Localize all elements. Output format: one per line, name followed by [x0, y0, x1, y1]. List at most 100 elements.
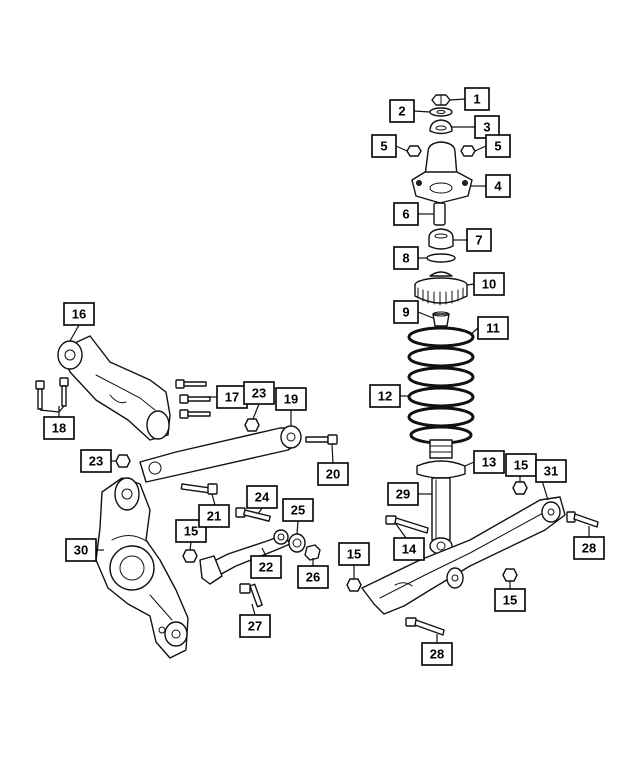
callout-15-center-label: 15 [347, 547, 361, 562]
callout-19-label: 19 [284, 392, 298, 407]
callout-8-label: 8 [402, 251, 409, 266]
callout-29-label: 29 [396, 487, 410, 502]
callout-23-lower-label: 23 [89, 454, 103, 469]
lower-control-arm [361, 496, 566, 615]
callout-15-center: 15 [338, 542, 370, 566]
mount-nut-right [460, 145, 476, 157]
callout-15-lower-right-label: 15 [503, 593, 517, 608]
callout-28-bottom: 28 [421, 642, 453, 666]
dust-boot-cap [428, 228, 454, 250]
callout-17-label: 17 [225, 390, 239, 405]
callout-7-label: 7 [475, 233, 482, 248]
callout-11-label: 11 [486, 321, 500, 336]
callout-25: 25 [282, 498, 314, 522]
callout-13-label: 13 [482, 455, 496, 470]
nut-23-upper [244, 418, 260, 432]
callout-31: 31 [535, 459, 567, 483]
callout-16-label: 16 [72, 307, 86, 322]
link-bolt-20 [305, 434, 338, 445]
callout-4-label: 4 [494, 179, 502, 194]
callout-10: 10 [473, 272, 505, 296]
callout-18-label: 18 [52, 421, 66, 436]
callout-9-label: 9 [402, 305, 409, 320]
mount-nut-left [406, 145, 422, 157]
callout-5-left: 5 [371, 134, 397, 158]
callout-23-lower: 23 [80, 449, 112, 473]
callout-4: 4 [485, 174, 511, 198]
callout-27: 27 [239, 614, 271, 638]
callout-13: 13 [473, 450, 505, 474]
callout-27-label: 27 [248, 619, 262, 634]
callout-28-right-label: 28 [582, 541, 596, 556]
spring-seat [414, 271, 468, 306]
callout-7: 7 [466, 228, 492, 252]
callout-30: 30 [65, 538, 97, 562]
callout-1-label: 1 [473, 92, 480, 107]
callout-20-label: 20 [326, 467, 340, 482]
callout-12: 12 [369, 384, 401, 408]
strut-top-nut [431, 94, 451, 106]
rear-knuckle [95, 477, 189, 659]
coil-spring [407, 326, 475, 445]
leader-lines [39, 98, 590, 643]
toe-link-bolt-27 [239, 583, 263, 608]
callout-15-upper-right-label: 15 [514, 458, 528, 473]
callout-30-label: 30 [74, 543, 88, 558]
callout-14: 14 [393, 537, 425, 561]
callout-21: 21 [198, 504, 230, 528]
callout-16: 16 [63, 302, 95, 326]
arm-nut-lower [502, 568, 518, 582]
arm-bolt-right [566, 511, 599, 528]
lateral-link [139, 425, 302, 483]
callout-18: 18 [43, 416, 75, 440]
callout-22-label: 22 [259, 560, 273, 575]
callout-15-lower-right: 15 [494, 588, 526, 612]
knuckle-nut [182, 549, 198, 563]
callout-3-label: 3 [483, 120, 490, 135]
callout-19: 19 [275, 387, 307, 411]
callout-24-label: 24 [255, 490, 270, 505]
toe-link-nut-26 [304, 544, 321, 561]
arm-nut-upper [512, 481, 528, 495]
toe-link-bushing-25 [288, 533, 306, 553]
strut-washer [429, 107, 453, 117]
callout-10-label: 10 [482, 277, 496, 292]
callout-15-left-label: 15 [184, 524, 198, 539]
callout-1: 1 [464, 87, 490, 111]
callout-12-label: 12 [378, 389, 392, 404]
upper-control-arm [57, 335, 171, 441]
shock-dust-boot [416, 439, 466, 479]
callout-6: 6 [393, 202, 419, 226]
link-bolt-21 [180, 483, 218, 495]
callout-2-label: 2 [398, 104, 405, 119]
arm-nut-left [346, 578, 362, 592]
nut-23-lower [115, 454, 131, 468]
callout-15-upper-right: 15 [505, 453, 537, 477]
shock-absorber [429, 477, 453, 555]
callout-8: 8 [393, 246, 419, 270]
arm-bolt-bottom [405, 617, 445, 636]
callout-28-right: 28 [573, 536, 605, 560]
arm-bolt-left [385, 515, 429, 534]
callout-5-right: 5 [485, 134, 511, 158]
callout-2: 2 [389, 99, 415, 123]
spring-lower-isolator [432, 311, 450, 327]
callout-26-label: 26 [306, 570, 320, 585]
callout-25-label: 25 [291, 503, 305, 518]
arm-mount-bolts [35, 377, 69, 410]
callout-5-left-label: 5 [380, 139, 387, 154]
callout-5-right-label: 5 [494, 139, 501, 154]
strut-insulator [429, 119, 453, 135]
callout-22: 22 [250, 555, 282, 579]
spring-upper-isolator [426, 253, 456, 263]
callout-26: 26 [297, 565, 329, 589]
callout-14-label: 14 [402, 542, 417, 557]
callout-29: 29 [387, 482, 419, 506]
jounce-bumper [433, 202, 446, 226]
callout-20: 20 [317, 462, 349, 486]
callout-24: 24 [246, 485, 278, 509]
callout-17: 17 [216, 385, 248, 409]
callout-11: 11 [477, 316, 509, 340]
toe-link-bolt-24 [235, 507, 271, 522]
